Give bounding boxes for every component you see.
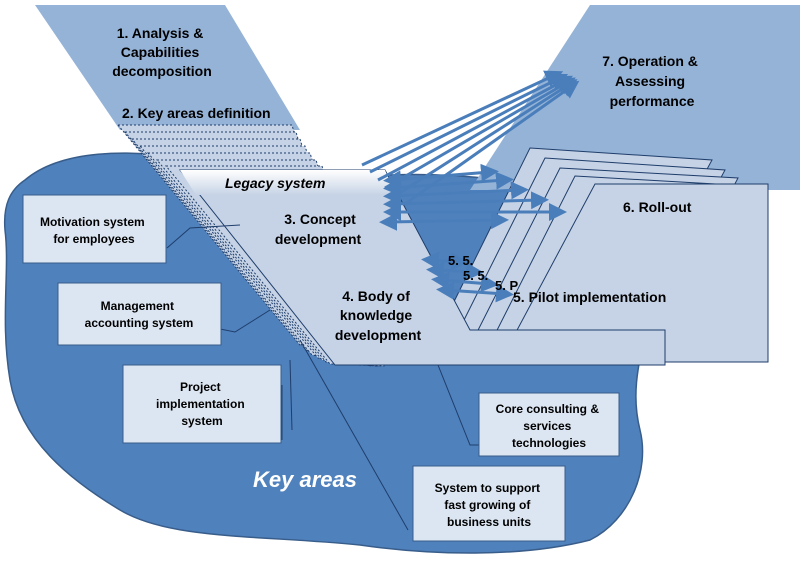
concept-arrows [379,163,567,231]
svg-text:System to support fast g: System to support fast growing of busine… [435,481,544,529]
pilot-implementation-label: 5. Pilot implementation [513,289,666,305]
operation-arrows [361,70,580,206]
key-areas-label: Key areas [253,467,357,492]
key-areas-definition-label: 2. Key areas definition [122,105,271,121]
legacy-system-label: Legacy system [225,175,325,191]
pilot-fragment-2: 5. 5. [463,268,488,283]
box-motivation: Motivation system for employees [22,194,167,264]
svg-text:Core consulting & servic: Core consulting & services technologies [496,402,603,450]
svg-text:Management accounting sy: Management accounting system [85,299,194,330]
legacy-band [180,170,395,195]
pilot-fragment-3: 5. P [495,278,518,293]
analysis-panel [35,5,300,130]
svg-text:Motivation system for e: Motivation system for employees [40,215,148,246]
operation-label: 7. Operation & Assessing performance [602,53,702,109]
pilot-fragment-1: 5. 5. [448,253,473,268]
pilot-arrows [421,251,514,303]
box-management: Management accounting system [57,282,222,346]
roll-out-label: 6. Roll-out [623,199,692,215]
box-core-consulting: Core consulting & services technologies [478,392,620,457]
analysis-label: 1. Analysis & Capabilities decomposition [112,25,212,79]
operation-panel [470,5,800,190]
body-of-knowledge-label: 4. Body of knowledge development [335,288,422,343]
svg-text:Project implementation: Project implementation system [156,380,248,428]
box-fast-growing: System to support fast growing of busine… [412,465,566,542]
concept-development-label: 3. Concept development [275,211,362,247]
box-project: Project implementation system [122,364,282,444]
